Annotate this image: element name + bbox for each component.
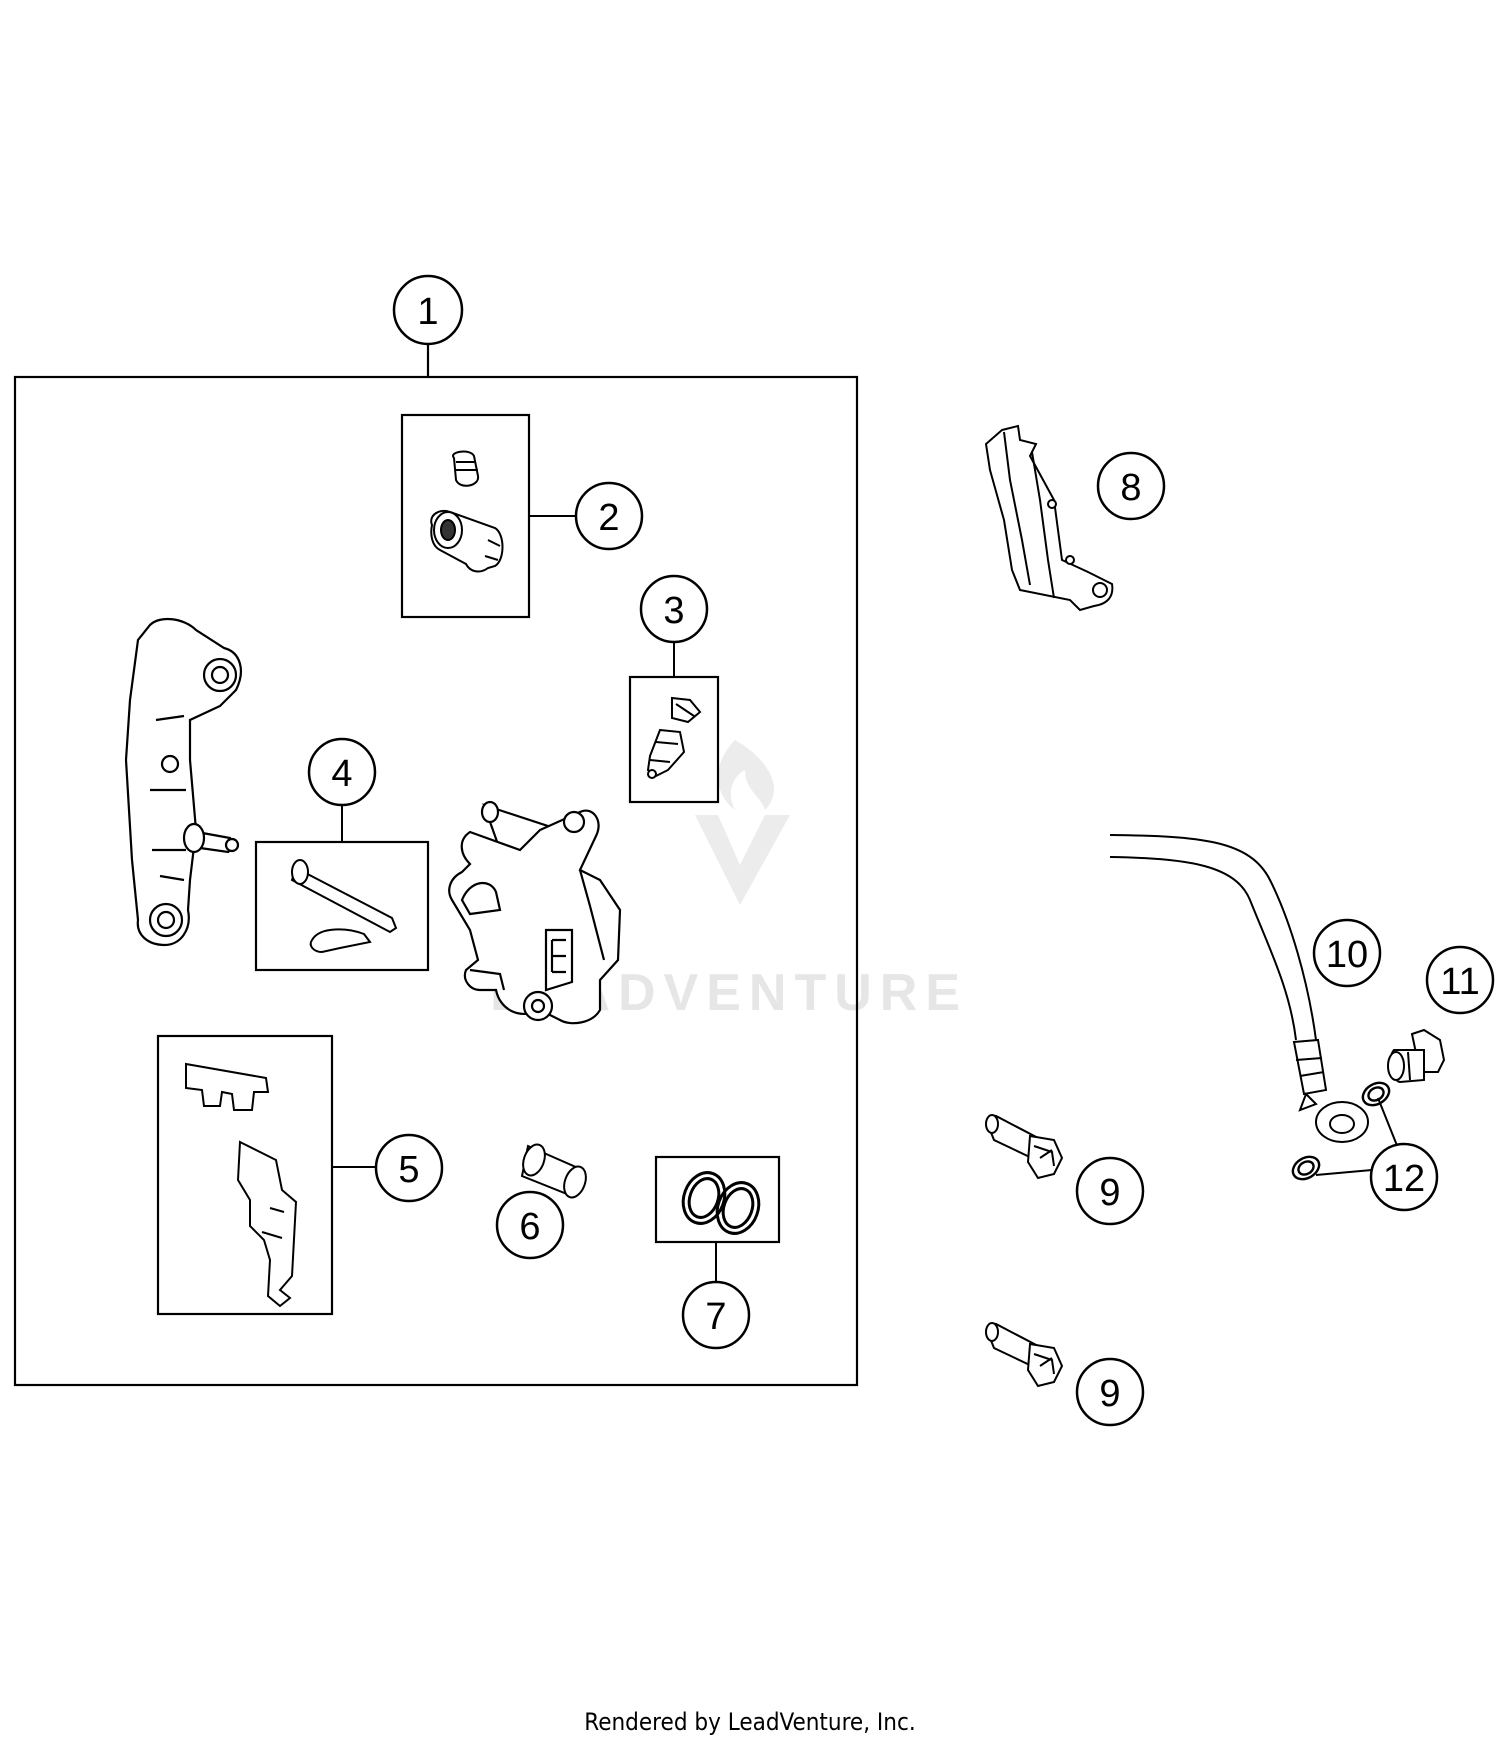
svg-text:5: 5 xyxy=(398,1149,419,1191)
bleeder-screw-part xyxy=(430,450,504,573)
box-part-5 xyxy=(156,1034,334,1316)
svg-text:2: 2 xyxy=(598,497,619,539)
brake-pads-part xyxy=(984,424,1114,612)
kit-boxes xyxy=(156,413,781,1316)
callout-9a: 9 xyxy=(1075,1156,1145,1226)
callouts: 1 2 3 4 5 6 7 8 xyxy=(307,274,1495,1427)
svg-text:10: 10 xyxy=(1326,934,1368,976)
pad-pin-part xyxy=(290,859,398,954)
bleeder-valve-part xyxy=(646,696,702,779)
footer-credit: Rendered by LeadVenture, Inc. xyxy=(584,1708,916,1736)
box-part-2 xyxy=(400,413,531,619)
svg-text:12: 12 xyxy=(1383,1158,1425,1200)
svg-text:9: 9 xyxy=(1099,1373,1120,1415)
callout-12: 12 xyxy=(1369,1142,1439,1212)
svg-text:7: 7 xyxy=(705,1296,726,1338)
callout-4: 4 xyxy=(307,737,377,807)
pad-spring-part xyxy=(185,1062,298,1308)
collar-screw-part-a xyxy=(985,1114,1064,1180)
callout-5: 5 xyxy=(374,1133,444,1203)
callout-3: 3 xyxy=(639,574,709,644)
svg-text:8: 8 xyxy=(1120,467,1141,509)
callout-1: 1 xyxy=(392,274,464,346)
callout-7: 7 xyxy=(681,1280,751,1350)
callout-2: 2 xyxy=(574,481,644,551)
brake-line-part xyxy=(1109,834,1369,1143)
seal-ring-part xyxy=(681,1171,761,1235)
callout-8: 8 xyxy=(1096,451,1166,521)
svg-text:6: 6 xyxy=(519,1206,540,1248)
svg-text:9: 9 xyxy=(1099,1172,1120,1214)
collar-screw-part-b xyxy=(985,1322,1064,1388)
washer-part xyxy=(1291,1081,1391,1181)
svg-text:4: 4 xyxy=(331,753,352,795)
box-part-7 xyxy=(654,1155,781,1244)
svg-text:11: 11 xyxy=(1440,961,1479,1003)
callout-9b: 9 xyxy=(1075,1357,1145,1427)
caliper-body-part xyxy=(448,800,622,1025)
svg-text:1: 1 xyxy=(417,291,438,333)
callout-6: 6 xyxy=(495,1190,565,1260)
caliper-bracket-part xyxy=(124,617,242,947)
svg-text:3: 3 xyxy=(663,590,684,632)
assembly-box xyxy=(13,345,859,1387)
leader-lines xyxy=(332,515,1399,1283)
callout-10: 10 xyxy=(1312,918,1382,988)
banjo-bolt-part xyxy=(1387,1028,1446,1084)
callout-11: 11 xyxy=(1425,945,1495,1015)
slide-sleeve-part xyxy=(520,1143,587,1199)
